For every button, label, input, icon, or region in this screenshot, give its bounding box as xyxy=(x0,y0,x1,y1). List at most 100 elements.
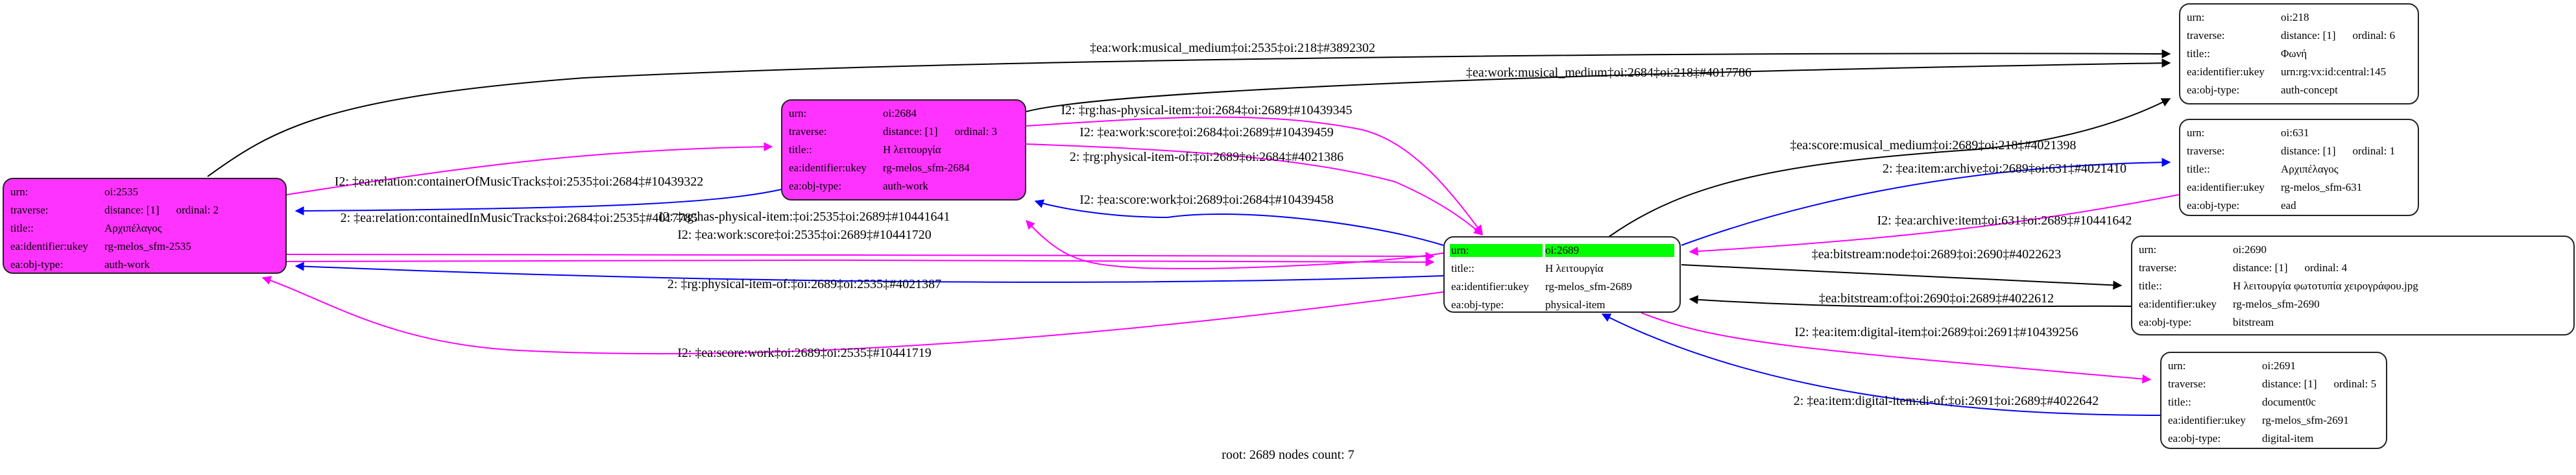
traverse-key: traverse: xyxy=(10,204,49,216)
title-value: Φωνή xyxy=(2281,47,2307,60)
distance-value: distance: [1] xyxy=(2281,29,2336,42)
edge-label: I2: ‡ea:score:work‡oi:2689‡oi:2535‡#1044… xyxy=(677,346,932,360)
edge-label: ‡ea:bitstream:node‡oi:2689‡oi:2690‡#4022… xyxy=(1812,247,2061,262)
node-oi-2684[interactable]: urn: oi:2684 traverse: distance: [1] ordina… xyxy=(781,99,1026,201)
urn-key: urn: xyxy=(2187,127,2205,139)
edge-line xyxy=(261,276,1444,355)
edge-oi-2689-to-oi-631: 2: ‡ea:item:archive‡oi:2689‡oi:631‡#4021… xyxy=(1681,158,2171,246)
edge-label: I2: ‡rg:has-physical-item:‡oi:2684‡oi:26… xyxy=(1061,103,1352,117)
urn-key: urn: xyxy=(2187,11,2205,23)
title-value: document0c xyxy=(2262,396,2317,408)
edge-label: I2: ‡rg:has-physical-item:‡oi:2535‡oi:26… xyxy=(658,210,950,224)
objtype-key: ea:obj-type: xyxy=(2187,84,2240,96)
objtype-value: auth-work xyxy=(883,180,928,192)
edge-label: 2: ‡ea:item:archive‡oi:2689‡oi:631‡#4021… xyxy=(1883,162,2126,176)
title-value: Αρχιπέλαγος xyxy=(104,222,162,234)
edge-line xyxy=(1026,116,1483,235)
ukey-key: ea:identifier:ukey xyxy=(10,240,88,252)
objtype-key: ea:obj-type: xyxy=(2187,199,2240,212)
node-oi-631[interactable]: urn:oi:631 traverse:distance: [1]ordinal… xyxy=(2179,119,2419,216)
title-key: title:: xyxy=(789,143,812,156)
title-key: title:: xyxy=(2187,163,2210,175)
edge-oi-2684-to-oi-218: ‡ea:work:musical_medium‡oi:2684‡oi:218‡#… xyxy=(1026,58,2171,112)
edge-label: I2: ‡ea:work:score‡oi:2535‡oi:2689‡#1044… xyxy=(677,228,932,242)
objtype-key: ea:obj-type: xyxy=(1451,298,1504,311)
edge-oi-2684-to-oi-2689: I2: ‡rg:has-physical-item:‡oi:2684‡oi:26… xyxy=(1026,103,1483,235)
ordinal-value: ordinal: 3 xyxy=(954,125,998,138)
edge-oi-2689-to-oi-2535: I2: ‡ea:score:work‡oi:2689‡oi:2535‡#1044… xyxy=(261,276,1444,360)
traverse-key: traverse: xyxy=(789,125,827,138)
edge-label: ‡ea:bitstream:of‡oi:2690‡oi:2689‡#402261… xyxy=(1819,291,2054,306)
edge-line xyxy=(286,251,1435,261)
node-oi-218[interactable]: urn:oi:218 traverse:distance: [1]ordinal… xyxy=(2179,3,2419,104)
objtype-key: ea:obj-type: xyxy=(2168,432,2221,445)
traverse-key: traverse: xyxy=(2187,29,2225,42)
edge-oi-2535-to-oi-2689: I2: ‡rg:has-physical-item:‡oi:2535‡oi:26… xyxy=(286,210,1435,261)
title-key: title:: xyxy=(10,222,34,234)
objtype-value: physical-item xyxy=(1545,298,1606,311)
node-oi-2690[interactable]: urn:oi:2690 traverse:distance: [1]ordina… xyxy=(2131,236,2575,335)
objtype-key: ea:obj-type: xyxy=(789,180,842,192)
distance-value: distance: [1] xyxy=(2262,378,2317,390)
edge-oi-2689-to-oi-2535: 2: ‡rg:physical-item-of:‡oi:2689‡oi:2535… xyxy=(295,262,1444,291)
edge-oi-2684-to-oi-2689: I2: ‡ea:work:score‡oi:2684‡oi:2689‡#1043… xyxy=(1026,125,1484,236)
edge-line xyxy=(1034,199,1444,246)
urn-key: urn: xyxy=(1450,244,1543,257)
title-value: Η λειτουργία φωτοτυπία χειρογράφου.jpg xyxy=(2233,280,2418,292)
edge-label: ‡ea:work:musical_medium‡oi:2684‡oi:218‡#… xyxy=(1466,66,1751,80)
edge-line xyxy=(295,189,782,215)
edge-line xyxy=(286,142,773,195)
edge-label: 2: ‡rg:physical-item-of:‡oi:2689‡oi:2684… xyxy=(1070,150,1343,164)
edge-oi-2535-to-oi-218: ‡ea:work:musical_medium‡oi:2535‡oi:218‡#… xyxy=(207,41,2171,177)
edge-line xyxy=(1026,143,1484,236)
edge-oi-2535-to-oi-2689: I2: ‡ea:work:score‡oi:2535‡oi:2689‡#1044… xyxy=(286,228,1435,267)
ukey-value: rg-melos_sfm-631 xyxy=(2281,181,2363,193)
urn-value: oi:2684 xyxy=(883,107,917,119)
ukey-key: ea:identifier:ukey xyxy=(1451,280,1529,293)
edge-oi-2689-to-oi-2691: I2: ‡ea:item:digital-item‡oi:2689‡oi:269… xyxy=(1641,312,2152,384)
edge-line xyxy=(1689,295,2132,308)
distance-value: distance: [1] xyxy=(883,125,938,138)
title-key: title:: xyxy=(2139,280,2162,292)
title-value: Αρχιπέλαγος xyxy=(2281,163,2339,175)
node-oi-2689-root[interactable]: urn:oi:2689 title::Η λειτουργία ea:ident… xyxy=(1443,236,1681,313)
ordinal-value: ordinal: 5 xyxy=(2333,378,2377,390)
objtype-value: auth-concept xyxy=(2281,84,2338,96)
ukey-key: ea:identifier:ukey xyxy=(2168,414,2246,426)
distance-value: distance: [1] xyxy=(2233,262,2288,274)
ukey-value: rg-melos_sfm-2684 xyxy=(883,162,970,174)
urn-key: urn: xyxy=(2168,359,2186,372)
edge-label: ‡ea:score:musical_medium‡oi:2689‡oi:218‡… xyxy=(1790,138,2076,152)
edge-oi-2689-to-oi-218: ‡ea:score:musical_medium‡oi:2689‡oi:218‡… xyxy=(1608,98,2171,238)
edge-oi-2684-to-oi-2535: 2: ‡ea:relation:containedInMusicTracks‡o… xyxy=(295,189,782,225)
edge-label: I2: ‡ea:archive:item‡oi:631‡oi:2689‡#104… xyxy=(1877,213,2132,228)
objtype-value: digital-item xyxy=(2262,432,2314,445)
ukey-value: rg-melos_sfm-2690 xyxy=(2233,298,2320,310)
ordinal-value: ordinal: 2 xyxy=(176,204,219,216)
urn-value: oi:2535 xyxy=(104,186,138,198)
node-oi-2691[interactable]: urn:oi:2691 traverse:distance: [1]ordina… xyxy=(2160,352,2387,449)
edge-label: I2: ‡ea:relation:containerOfMusicTracks‡… xyxy=(335,175,704,189)
urn-key: urn: xyxy=(789,107,807,119)
ukey-value: rg-melos_sfm-2691 xyxy=(2262,414,2349,426)
edge-line xyxy=(1681,264,2123,290)
edge-oi-2535-to-oi-2684: I2: ‡ea:relation:containerOfMusicTracks‡… xyxy=(286,142,773,195)
distance-value: distance: [1] xyxy=(104,204,160,216)
edge-line xyxy=(1641,312,2152,384)
node-oi-2535[interactable]: urn:oi:2535 traverse:distance: [1]ordina… xyxy=(3,178,287,274)
ukey-key: ea:identifier:ukey xyxy=(789,162,867,174)
title-key: title:: xyxy=(1451,262,1475,274)
edge-line xyxy=(1689,194,2180,256)
edge-label: 2: ‡ea:relation:containedInMusicTracks‡o… xyxy=(341,211,698,225)
title-key: title:: xyxy=(2187,47,2210,60)
traverse-key: traverse: xyxy=(2187,145,2225,157)
title-value: Η λειτουργία xyxy=(883,143,941,156)
ukey-value: rg-melos_sfm-2689 xyxy=(1545,280,1632,293)
ordinal-value: ordinal: 6 xyxy=(2352,29,2396,42)
objtype-value: ead xyxy=(2281,199,2296,212)
edge-oi-2689-to-oi-2684: 2: ‡rg:physical-item-of:‡oi:2689‡oi:2684… xyxy=(1034,150,1444,246)
objtype-key: ea:obj-type: xyxy=(2139,316,2192,328)
ukey-value: rg-melos_sfm-2535 xyxy=(104,240,191,252)
urn-value: oi:631 xyxy=(2281,127,2309,139)
